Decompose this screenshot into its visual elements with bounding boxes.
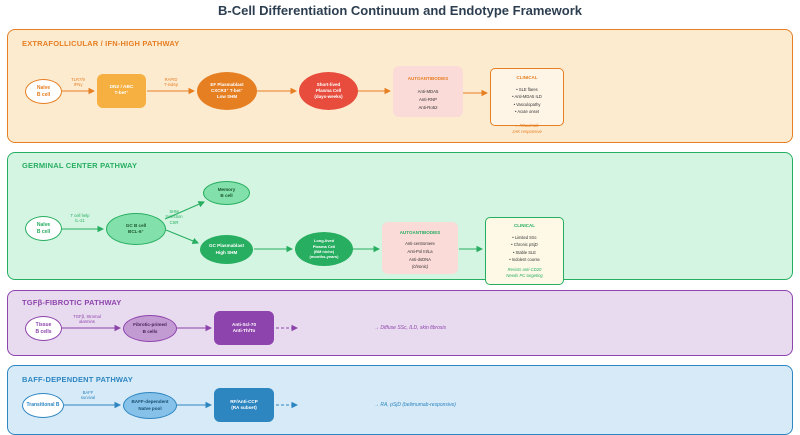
autoantibody-item: Anti-Pol III/La <box>407 248 433 254</box>
autoantibodies-title: AUTOANTIBODIES <box>407 76 449 81</box>
clinical-item: • SLE flares <box>516 87 538 92</box>
baff-dependent-title: BAFF-DEPENDENT PATHWAY <box>22 375 133 384</box>
autoantibody-item: Anti-dsDNA <box>409 256 431 262</box>
clinical-title: CLINICAL <box>516 75 538 80</box>
transitional-b-node: Transitional B <box>22 393 64 418</box>
autoantibody-item: Anti-MDA5 <box>417 89 439 94</box>
clinical-item: • Acute onset <box>515 109 539 115</box>
autoantibodies-box: AUTOANTIBODIES Anti-centromere Anti-Pol … <box>382 222 458 274</box>
clinical-item: • Vasculopathy <box>513 101 541 107</box>
rf-anti-ccp-node: RF/Anti-CCP(RA subset) <box>214 388 274 422</box>
clinical-item: • Chronic pSjD <box>511 242 538 248</box>
extrafollicular-title: EXTRAFOLLICULAR / IFN-HIGH PATHWAY <box>22 39 180 48</box>
clinical-box: CLINICAL • SLE flares • Anti-MDA5 ILD • … <box>490 68 564 126</box>
tgfb-fibrotic-title: TGFβ-FIBROTIC PATHWAY <box>22 298 122 307</box>
pathway-arrows <box>62 87 489 409</box>
clinical-item: • Anti-MDA5 ILD <box>512 94 542 100</box>
germinal-center-title: GERMINAL CENTER PATHWAY <box>22 161 138 170</box>
clinical-note: → Rituximab-JAK responsive <box>512 123 542 134</box>
autoantibody-item: Anti-Ro52 <box>418 105 438 111</box>
baff-outcome-text: → RA, pSjD (belimumab-responsive) <box>374 402 456 408</box>
autoantibody-item: Anti-RNP <box>419 97 437 103</box>
clinical-item: • Limited SSc <box>512 235 537 240</box>
arrow-gcb-to-memory <box>164 201 206 220</box>
tgfb-outcome-text: → Diffuse SSc, ILD, skin fibrosis <box>374 325 446 331</box>
autoantibodies-title: AUTOANTIBODIES <box>399 230 441 235</box>
autoantibody-item: (chronic) <box>411 264 429 270</box>
clinical-box: CLINICAL • Limited SSc • Chronic pSjD • … <box>485 217 564 285</box>
arrow-gcb-to-gcpb <box>165 229 200 244</box>
clinical-item: • Stable SLE <box>512 249 537 255</box>
autoantibodies-box: AUTOANTIBODIES Anti-MDA5 Anti-RNP Anti-R… <box>393 66 463 117</box>
autoantibody-item: Anti-centromere <box>405 241 435 246</box>
clinical-title: CLINICAL <box>514 223 535 228</box>
page-title: B-Cell Differentiation Continuum and End… <box>217 3 583 18</box>
clinical-item: • Indolent course <box>509 257 540 263</box>
